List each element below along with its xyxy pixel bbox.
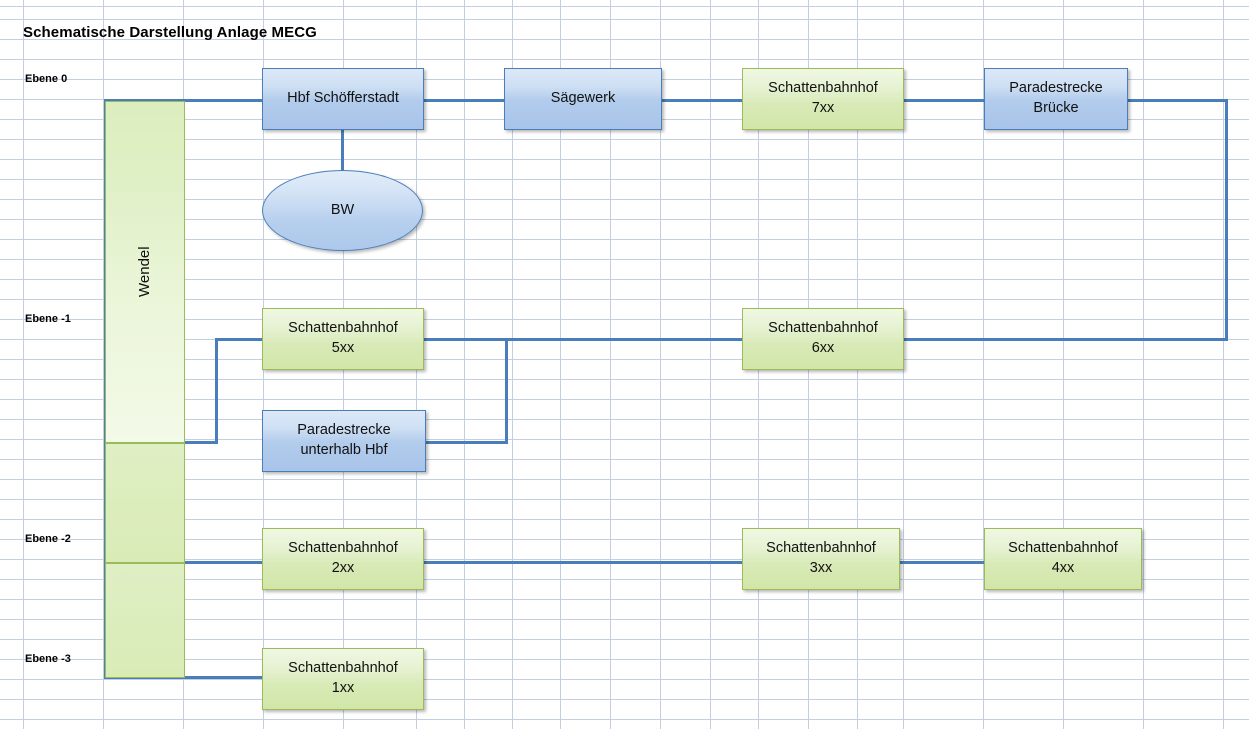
node-wendel-label: Wendel	[135, 246, 153, 298]
node-sbhf6-line2: 6xx	[811, 340, 835, 356]
node-sbhf1-line2: 1xx	[331, 680, 355, 696]
connector-wendel-to-hbf	[104, 99, 274, 102]
node-sbhf7-line1: Schattenbahnhof	[768, 80, 878, 97]
level-label-ebene-0: Ebene 0	[25, 73, 68, 85]
node-schattenbahnhof-4xx[interactable]: Schattenbahnhof 4xx	[984, 528, 1142, 590]
node-wendel-segment-2[interactable]	[105, 443, 185, 563]
node-sbhf1-line1: Schattenbahnhof	[288, 660, 398, 677]
node-sbhf7-line2: 7xx	[811, 100, 835, 116]
node-schattenbahnhof-5xx[interactable]: Schattenbahnhof 5xx	[262, 308, 424, 370]
node-paradehbf-line2: unterhalb Hbf	[300, 442, 388, 458]
node-schattenbahnhof-3xx[interactable]: Schattenbahnhof 3xx	[742, 528, 900, 590]
connector-hbf-to-bw	[341, 128, 344, 174]
connector-paradebruecke-to-rightrail	[1128, 99, 1228, 102]
connector-elbow-hbf-to-paradehbf	[422, 441, 508, 444]
connector-rightrail-to-sbhf6	[898, 338, 1228, 341]
node-sbhf4-line1: Schattenbahnhof	[1008, 540, 1118, 557]
connector-elbow-5xx-to-sbhf5	[215, 338, 267, 341]
node-saegewerk[interactable]: Sägewerk	[504, 68, 662, 130]
node-wendel[interactable]: Wendel	[105, 101, 185, 443]
level-label-ebene-m3: Ebene -3	[25, 653, 71, 665]
node-sbhf2-line1: Schattenbahnhof	[288, 540, 398, 557]
connector-right-rail-vertical	[1225, 99, 1228, 341]
node-paradestrecke-bruecke[interactable]: Paradestrecke Brücke	[984, 68, 1128, 130]
node-paradestrecke-unterhalb-hbf[interactable]: Paradestrecke unterhalb Hbf	[262, 410, 426, 472]
node-paradebruecke-line1: Paradestrecke	[1009, 80, 1103, 97]
node-paradebruecke-line2: Brücke	[1033, 100, 1079, 116]
node-bw[interactable]: BW	[262, 170, 423, 251]
node-sbhf3-line2: 3xx	[809, 560, 833, 576]
connector-elbow-hbf-vertical	[505, 338, 508, 443]
connector-sbhf2-to-sbhf3	[420, 561, 750, 564]
node-sbhf3-line1: Schattenbahnhof	[766, 540, 876, 557]
node-hbf-label: Hbf Schöfferstadt	[287, 90, 399, 107]
node-hbf-schoefferstadt[interactable]: Hbf Schöfferstadt	[262, 68, 424, 130]
node-schattenbahnhof-2xx[interactable]: Schattenbahnhof 2xx	[262, 528, 424, 590]
node-schattenbahnhof-1xx[interactable]: Schattenbahnhof 1xx	[262, 648, 424, 710]
node-sbhf5-line2: 5xx	[331, 340, 355, 356]
node-sbhf5-line1: Schattenbahnhof	[288, 320, 398, 337]
connector-wendel-to-sbhf2	[104, 561, 274, 564]
connector-hbf-to-saegewerk	[420, 99, 510, 102]
connector-sbhf5-to-sbhf6	[420, 338, 750, 341]
node-sbhf6-line1: Schattenbahnhof	[768, 320, 878, 337]
node-schattenbahnhof-6xx[interactable]: Schattenbahnhof 6xx	[742, 308, 904, 370]
node-sbhf4-line2: 4xx	[1051, 560, 1075, 576]
node-saegewerk-label: Sägewerk	[550, 90, 616, 107]
level-label-ebene-m1: Ebene -1	[25, 313, 71, 325]
level-label-ebene-m2: Ebene -2	[25, 533, 71, 545]
node-schattenbahnhof-7xx[interactable]: Schattenbahnhof 7xx	[742, 68, 904, 130]
node-paradehbf-line1: Paradestrecke	[297, 422, 391, 439]
connector-elbow-5xx-vertical	[215, 338, 218, 443]
node-sbhf2-line2: 2xx	[331, 560, 355, 576]
connector-wendel-to-sbhf1	[104, 676, 274, 679]
node-bw-label: BW	[330, 201, 355, 218]
page-title: Schematische Darstellung Anlage MECG	[23, 24, 317, 41]
connector-sbhf3-to-sbhf4	[898, 561, 990, 564]
connector-sbhf7-to-paradebruecke	[900, 99, 992, 102]
connector-saegewerk-to-sbhf7	[658, 99, 750, 102]
node-wendel-segment-3[interactable]	[105, 563, 185, 678]
